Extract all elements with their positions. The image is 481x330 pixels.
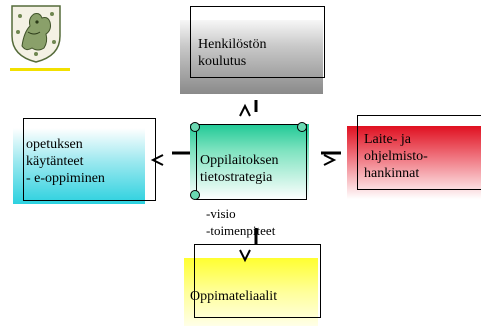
box-frame: [194, 244, 321, 318]
arrow-up-icon: [239, 100, 258, 117]
box-henkiloston-koulutus-label: Henkilöstön koulutus: [198, 36, 318, 70]
box-henkiloston-koulutus: [180, 20, 323, 94]
arrow-down-icon: [239, 228, 258, 263]
box-opetuksen-kaytanteet-label: opetuksen käytänteet - e-oppiminen: [26, 136, 151, 187]
label-line: Oppilaitoksen: [200, 153, 279, 168]
label-line: ohjelmisto-: [364, 149, 428, 164]
box-oppimateliaalit-label: Oppimateliaalit: [190, 288, 315, 305]
box-frame: [357, 115, 481, 190]
label-line: - e-oppiminen: [26, 171, 105, 186]
box-laite-ja-ohjelmistohankinnat: [347, 126, 481, 199]
label-line: tietostrategia: [200, 170, 273, 185]
box-frame: [196, 124, 307, 200]
label-line: koulutus: [198, 54, 247, 69]
arrow-right-icon: [321, 151, 341, 166]
box-tietostrategia-label: Oppilaitoksen tietostrategia: [200, 152, 305, 186]
box-frame: [190, 6, 325, 78]
label-line: käytänteet: [26, 154, 84, 169]
label-line: Laite- ja: [364, 132, 412, 147]
box-tietostrategia: [190, 124, 309, 200]
scroll-curl-icon: [190, 190, 200, 200]
label-line: Henkilöstön: [198, 37, 267, 52]
label-line: Oppimateliaalit: [190, 289, 278, 304]
label-line: hankinnat: [364, 166, 420, 181]
subitem-visio: -visio: [206, 206, 236, 221]
lion-coat-of-arms-icon: [8, 2, 64, 64]
emblem-underline: [10, 68, 70, 71]
scroll-curl-icon: [297, 122, 307, 132]
strategy-subitems: -visio -toimenpiteet: [206, 205, 316, 239]
scroll-curl-icon: [190, 122, 200, 132]
box-opetuksen-kaytanteet: [13, 128, 145, 204]
label-line: opetuksen: [26, 137, 83, 152]
box-laite-ja-ohjelmistohankinnat-label: Laite- ja ohjelmisto- hankinnat: [364, 131, 479, 182]
arrow-left-icon: [150, 151, 190, 166]
subitem-toimenpiteet: -toimenpiteet: [206, 223, 276, 238]
box-oppimateliaalit: [184, 258, 318, 326]
